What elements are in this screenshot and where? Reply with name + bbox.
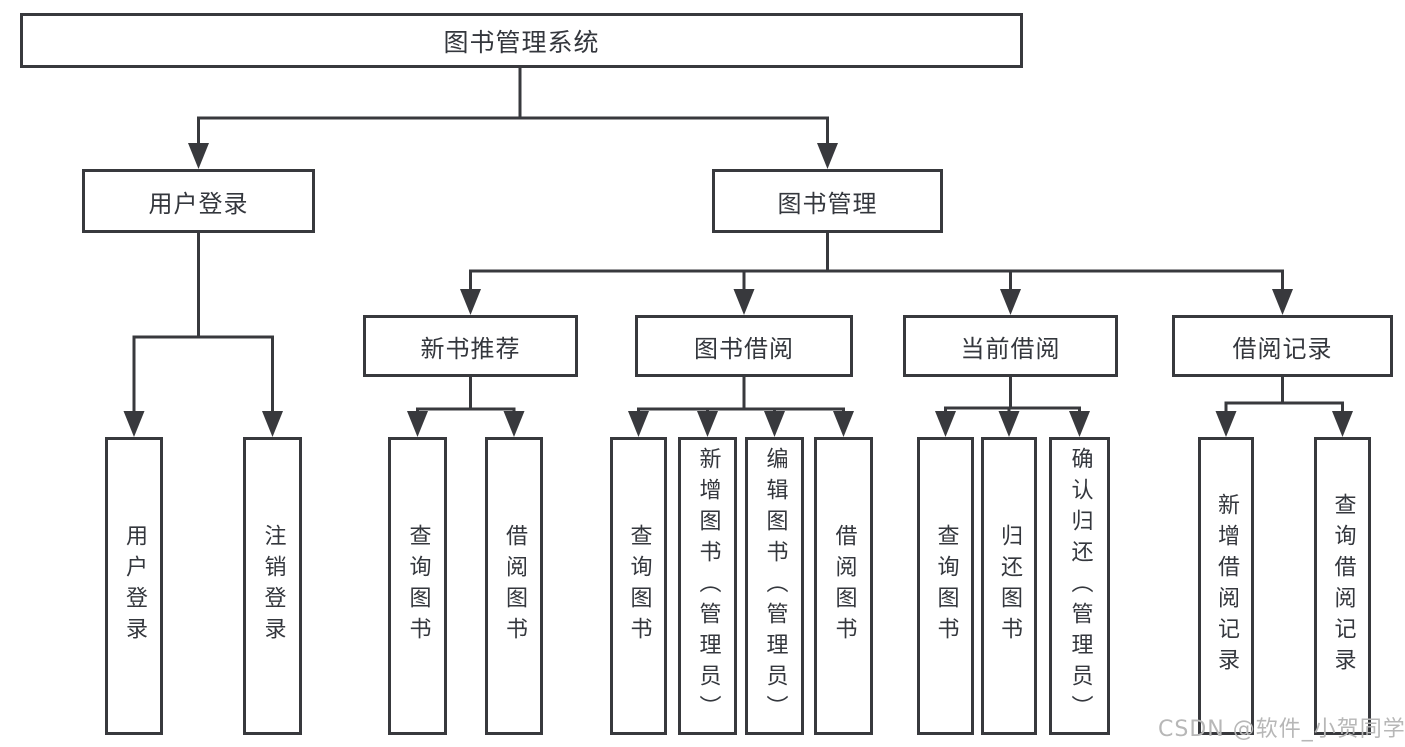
leaf-query-books-2: 查询图书 [610,437,667,735]
leaf-label: 查询图书 [933,524,959,648]
leaf-label: 新增图书（管理员） [695,446,721,726]
node-borrow-records: 借阅记录 [1172,315,1393,377]
leaf-query-books-3: 查询图书 [917,437,974,735]
node-book-management: 图书管理 [712,169,943,233]
arrowhead-icon [1272,289,1293,315]
leaf-label: 编辑图书（管理员） [762,446,788,726]
arrowhead-icon [628,411,649,437]
leaf-borrow-books-1: 借阅图书 [485,437,543,735]
node-book-borrow: 图书借阅 [635,315,853,377]
leaf-logout: 注销登录 [243,437,302,735]
arrowhead-icon [503,411,525,437]
leaf-label: 借阅图书 [502,524,527,648]
leaf-label: 查询图书 [626,524,652,648]
arrowhead-icon [1215,411,1237,437]
arrowhead-icon [123,411,145,437]
arrowhead-icon [1332,411,1353,437]
leaf-label: 用户登录 [122,524,147,648]
arrowhead-icon [460,289,481,315]
leaf-label: 新增借阅记录 [1214,493,1239,679]
leaf-borrow-books-2: 借阅图书 [814,437,873,735]
leaf-label: 查询借阅记录 [1330,493,1356,679]
arrowhead-icon [817,143,838,169]
leaf-edit-book-admin: 编辑图书（管理员） [745,437,804,735]
node-new-book-recommend: 新书推荐 [363,315,578,377]
arrowhead-icon [697,411,718,437]
arrowhead-icon [935,411,956,437]
arrowhead-icon [407,411,428,437]
leaf-query-books-1: 查询图书 [388,437,447,735]
node-current-borrow: 当前借阅 [903,315,1118,377]
leaf-add-book-admin: 新增图书（管理员） [678,437,737,735]
arrowhead-icon [262,411,283,437]
arrowhead-icon [1069,411,1090,437]
arrowhead-icon [188,143,209,169]
leaf-return-book: 归还图书 [981,437,1037,735]
arrowhead-icon [833,411,854,437]
arrowhead-icon [733,289,755,315]
leaf-confirm-return-admin: 确认归还（管理员） [1049,437,1110,735]
leaf-label: 归还图书 [997,524,1022,648]
csdn-watermark: CSDN @软件_小贺同学 [1158,717,1405,742]
arrowhead-icon [998,411,1020,437]
node-root: 图书管理系统 [20,13,1023,68]
arrowhead-icon [1000,289,1021,315]
node-user-login: 用户登录 [82,169,315,233]
leaf-add-borrow-record: 新增借阅记录 [1198,437,1254,735]
leaf-label: 确认归还（管理员） [1067,446,1093,726]
leaf-user-login: 用户登录 [105,437,163,735]
leaf-label: 借阅图书 [831,524,857,648]
leaf-label: 查询图书 [405,524,431,648]
leaf-query-borrow-record: 查询借阅记录 [1314,437,1371,735]
arrowhead-icon [764,411,785,437]
leaf-label: 注销登录 [260,524,286,648]
